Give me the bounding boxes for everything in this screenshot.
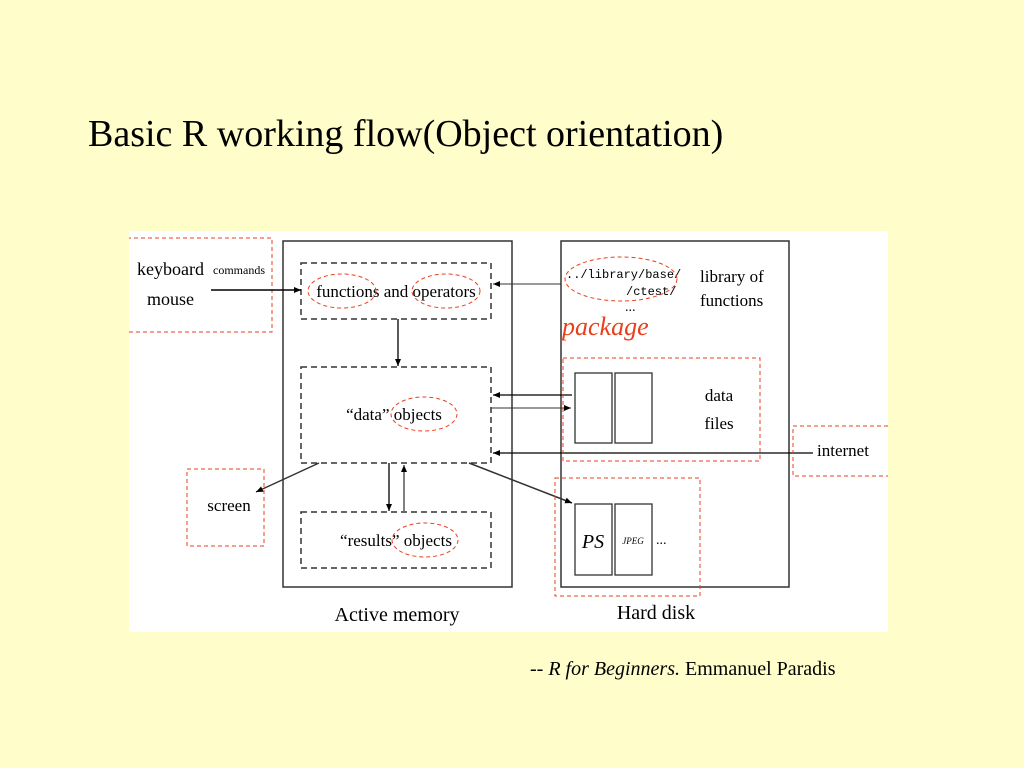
package-annotation: package <box>560 312 649 341</box>
active-memory-box <box>282 240 513 588</box>
results-objects-box: “results” objects <box>300 511 492 569</box>
internet-label: internet <box>817 441 869 460</box>
input-devices: keyboard mouse commands <box>119 237 301 333</box>
svg-text:“data” objects: “data” objects <box>346 405 442 424</box>
output-ellipsis: ... <box>656 533 667 548</box>
output-files: PS JPEG ... <box>554 477 701 597</box>
internet-source: internet <box>792 425 905 477</box>
functions-operators-box: functions and operators <box>300 262 492 320</box>
svg-text:“results” objects: “results” objects <box>340 531 452 550</box>
library-path-line1: ../library/base/ <box>566 268 681 282</box>
citation-prefix: -- <box>530 658 549 680</box>
and-label: and <box>379 282 412 301</box>
r-workflow-diagram: Active memory Hard disk functions and op… <box>119 231 905 632</box>
data-objects-box: “data” objects <box>300 366 492 464</box>
citation-book: R for Beginners. <box>548 658 680 680</box>
screen-output: screen <box>186 462 320 547</box>
results-objects-label: objects <box>404 531 452 550</box>
data-to-output-files-arrow <box>468 462 573 504</box>
input-highlight-box <box>119 237 273 333</box>
data-file-2 <box>614 372 653 444</box>
library-label-line1: library of <box>700 267 764 286</box>
data-files-label-line1: data <box>705 386 734 405</box>
commands-label: commands <box>213 263 265 277</box>
citation-author: Emmanuel Paradis <box>679 658 836 680</box>
data-files-label-line2: files <box>704 414 733 433</box>
mouse-label: mouse <box>147 289 194 309</box>
ps-file <box>574 503 613 576</box>
data-file-1 <box>574 372 613 444</box>
jpeg-file <box>614 503 653 576</box>
screen-highlight-box <box>186 468 265 547</box>
data-objects-label: objects <box>394 405 442 424</box>
slide-title: Basic R working flow(Object orientation) <box>88 113 724 155</box>
citation: -- R for Beginners. Emmanuel Paradis <box>530 658 836 681</box>
library-ellipsis: ... <box>625 300 636 315</box>
functions-label: functions <box>316 282 379 301</box>
library-path-line2: /ctest/ <box>626 285 676 299</box>
output-files-highlight-box <box>554 477 701 597</box>
library-label-line2: functions <box>700 291 763 310</box>
functions-highlight <box>307 273 377 309</box>
data-prefix: “data” <box>346 405 394 424</box>
library-path-highlight <box>564 256 678 302</box>
hard-disk-box <box>560 240 790 588</box>
svg-text:functions and operators: functions and operators <box>316 282 476 301</box>
ps-label: PS <box>581 531 604 553</box>
library-of-functions: ../library/base/ /ctest/ ... library of … <box>560 256 764 341</box>
data-objects-highlight <box>390 396 458 432</box>
hard-disk-label: Hard disk <box>617 602 695 624</box>
results-objects-highlight <box>391 522 459 558</box>
data-files: data files <box>562 357 761 462</box>
active-memory-label: Active memory <box>335 604 460 626</box>
results-prefix: “results” <box>340 531 404 550</box>
keyboard-label: keyboard <box>137 259 204 279</box>
data-files-highlight-box <box>562 357 761 462</box>
jpeg-label: JPEG <box>622 536 644 546</box>
operators-highlight <box>411 273 481 309</box>
data-to-screen-arrow <box>255 462 320 493</box>
operators-label: operators <box>413 282 476 301</box>
screen-label: screen <box>207 496 251 515</box>
